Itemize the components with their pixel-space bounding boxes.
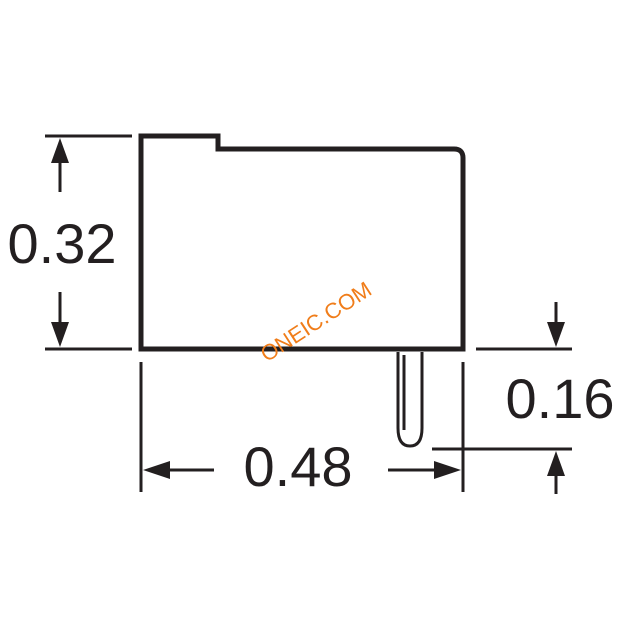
pin-outline <box>396 352 424 448</box>
height-arrow-down <box>51 322 69 347</box>
height-arrow-up <box>51 138 69 163</box>
height-dimension-label: 0.32 <box>8 212 117 275</box>
pin-arrow-up <box>547 451 565 476</box>
pin-arrow-down <box>547 322 565 347</box>
pin-length-dimension-label: 0.16 <box>506 367 615 430</box>
component-body-outline <box>138 133 466 352</box>
width-arrow-left <box>143 461 170 479</box>
width-arrow-right <box>434 461 461 479</box>
watermark-text: ONEIC.COM <box>256 277 376 367</box>
width-dimension-label: 0.48 <box>244 435 353 498</box>
